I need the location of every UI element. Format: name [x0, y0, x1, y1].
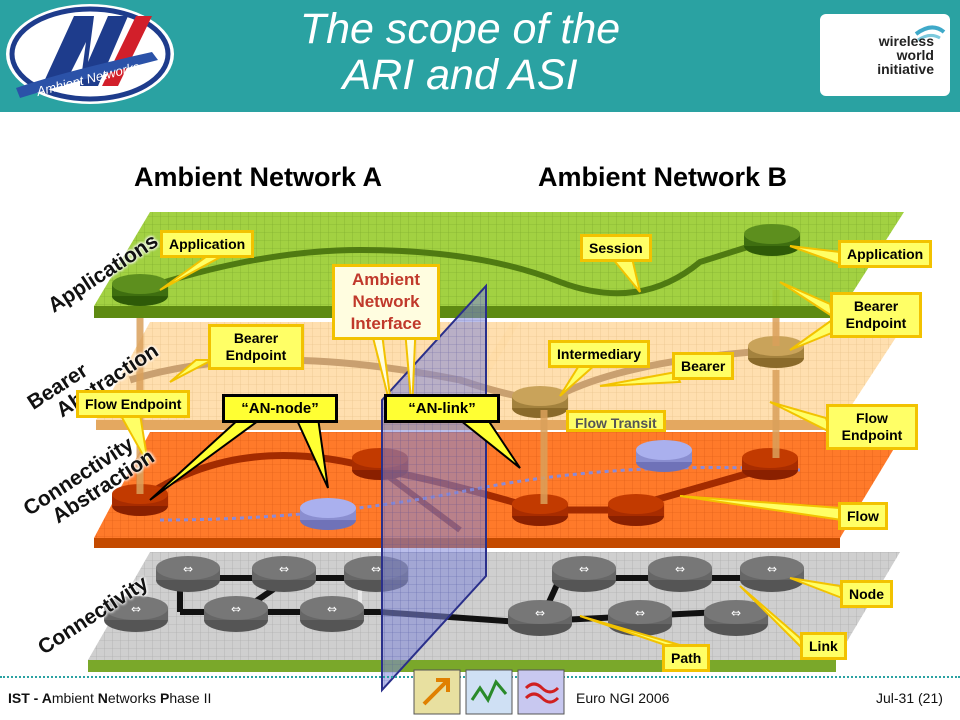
callout-application-left: Application [160, 230, 255, 258]
footer-word-phase: hase II [169, 690, 212, 706]
router-node-icon: ⇔ [704, 600, 768, 636]
callout-bearer-endpoint-left: Bearer Endpoint [208, 324, 304, 370]
svg-text:⇔: ⇔ [371, 562, 381, 576]
callout-pointers [118, 245, 844, 651]
wireless-world-initiative-logo [820, 14, 950, 96]
footer-date-page: Jul-31 (21) [876, 690, 943, 706]
footer-project-name: IST - Ambient Networks Phase II [8, 690, 211, 706]
wwi-word-3: initiative [877, 61, 934, 77]
svg-text:⇔: ⇔ [535, 606, 545, 620]
router-node-icon: ⇔ [300, 596, 364, 632]
router-node-icon: ⇔ [156, 556, 220, 592]
intermediary-node-icon [512, 386, 568, 418]
bearer-endpoint-left-line-1: Bearer [233, 330, 279, 346]
router-node-icon: ⇔ [252, 556, 316, 592]
arrow-tile-icon [413, 669, 461, 715]
callout-an-node: “AN-node” [222, 394, 338, 423]
callout-flow-endpoint-right: Flow Endpoint [826, 404, 918, 450]
interface-plane [381, 283, 487, 693]
interface-label-line-3: Interface [350, 314, 422, 333]
ambient-networks-logo: Ambient Networks [6, 4, 174, 104]
footer-event: Euro NGI 2006 [576, 690, 670, 706]
svg-text:⇔: ⇔ [279, 562, 289, 576]
svg-text:⇔: ⇔ [231, 602, 241, 616]
footer-initial-n: N [97, 690, 108, 706]
router-node-icon: ⇔ [508, 600, 572, 636]
bearer-endpoint-right-line-1: Bearer [853, 298, 899, 314]
callout-application-right: Application [838, 240, 933, 268]
router-node-icon: ⇔ [648, 556, 712, 592]
flow-node-icon [742, 448, 798, 480]
footer-initial-p: P [160, 690, 170, 706]
svg-text:⇔: ⇔ [675, 562, 685, 576]
wwi-word-1: wireless [878, 33, 934, 49]
connectivity-routers: ⇔ ⇔ ⇔ ⇔ ⇔ ⇔ ⇔ ⇔ ⇔ ⇔ ⇔ ⇔ [104, 556, 804, 636]
callout-an-link: “AN-link” [384, 394, 500, 423]
interface-label-line-2: Network [352, 292, 420, 311]
title-line-1: The scope of the [299, 5, 621, 53]
callout-flow-transit: Flow Transit [566, 410, 666, 432]
flow-endpoint-right-line-1: Flow [856, 410, 888, 426]
callout-intermediary: Intermediary [548, 340, 651, 368]
transit-node-icon [636, 440, 692, 472]
application-node-icon [112, 274, 168, 306]
svg-text:⇔: ⇔ [579, 562, 589, 576]
router-node-icon: ⇔ [740, 556, 804, 592]
bearer-endpoint-right-line-2: Endpoint [845, 315, 907, 331]
footer-ist: IST - [8, 690, 42, 706]
router-node-icon: ⇔ [552, 556, 616, 592]
callout-link: Link [800, 632, 847, 660]
flow-endpoint-right-line-2: Endpoint [841, 427, 903, 443]
callout-flow: Flow [838, 502, 888, 530]
svg-text:⇔: ⇔ [131, 602, 141, 616]
an-node-icon [300, 498, 356, 530]
wwi-word-2: world [896, 47, 934, 63]
approx-tile-icon [517, 669, 565, 715]
network-b-title: Ambient Network B [538, 162, 788, 192]
wwi-wordmark: wireless world initiative [830, 34, 934, 76]
svg-text:⇔: ⇔ [767, 562, 777, 576]
interface-label-line-1: Ambient [352, 270, 420, 289]
svg-text:⇔: ⇔ [327, 602, 337, 616]
router-node-icon: ⇔ [608, 600, 672, 636]
callout-session: Session [580, 234, 652, 262]
router-node-icon: ⇔ [204, 596, 268, 632]
callout-node: Node [840, 580, 893, 608]
callout-bearer-endpoint-right: Bearer Endpoint [830, 292, 922, 338]
slide-title: The scope of the ARI and ASI [200, 6, 720, 98]
svg-text:⇔: ⇔ [183, 562, 193, 576]
svg-text:⇔: ⇔ [635, 606, 645, 620]
footer-initial-a: A [41, 690, 52, 706]
wwi-swirl-icon [914, 25, 946, 42]
wave-tile-icon [465, 669, 513, 715]
footer-logo-tiles [413, 669, 565, 715]
bearer-endpoint-left-line-2: Endpoint [225, 347, 287, 363]
ambient-network-interface-label: Ambient Network Interface [332, 264, 440, 340]
callout-bearer: Bearer [672, 352, 735, 380]
flow-node-icon [608, 494, 664, 526]
callout-flow-endpoint-left: Flow Endpoint [76, 390, 191, 418]
network-a-title: Ambient Network A [134, 162, 383, 192]
title-line-2: ARI and ASI [342, 51, 578, 99]
flow-node-icon [512, 494, 568, 526]
callout-path: Path [662, 644, 711, 672]
applications-layer [94, 212, 904, 318]
router-node-icon: ⇔ [104, 596, 168, 632]
black-callout-pointers [149, 317, 521, 501]
footer-word-ambient: mbient [51, 690, 98, 706]
footer-word-networks: etworks [107, 690, 160, 706]
application-node-icon [744, 224, 800, 256]
svg-text:⇔: ⇔ [731, 606, 741, 620]
